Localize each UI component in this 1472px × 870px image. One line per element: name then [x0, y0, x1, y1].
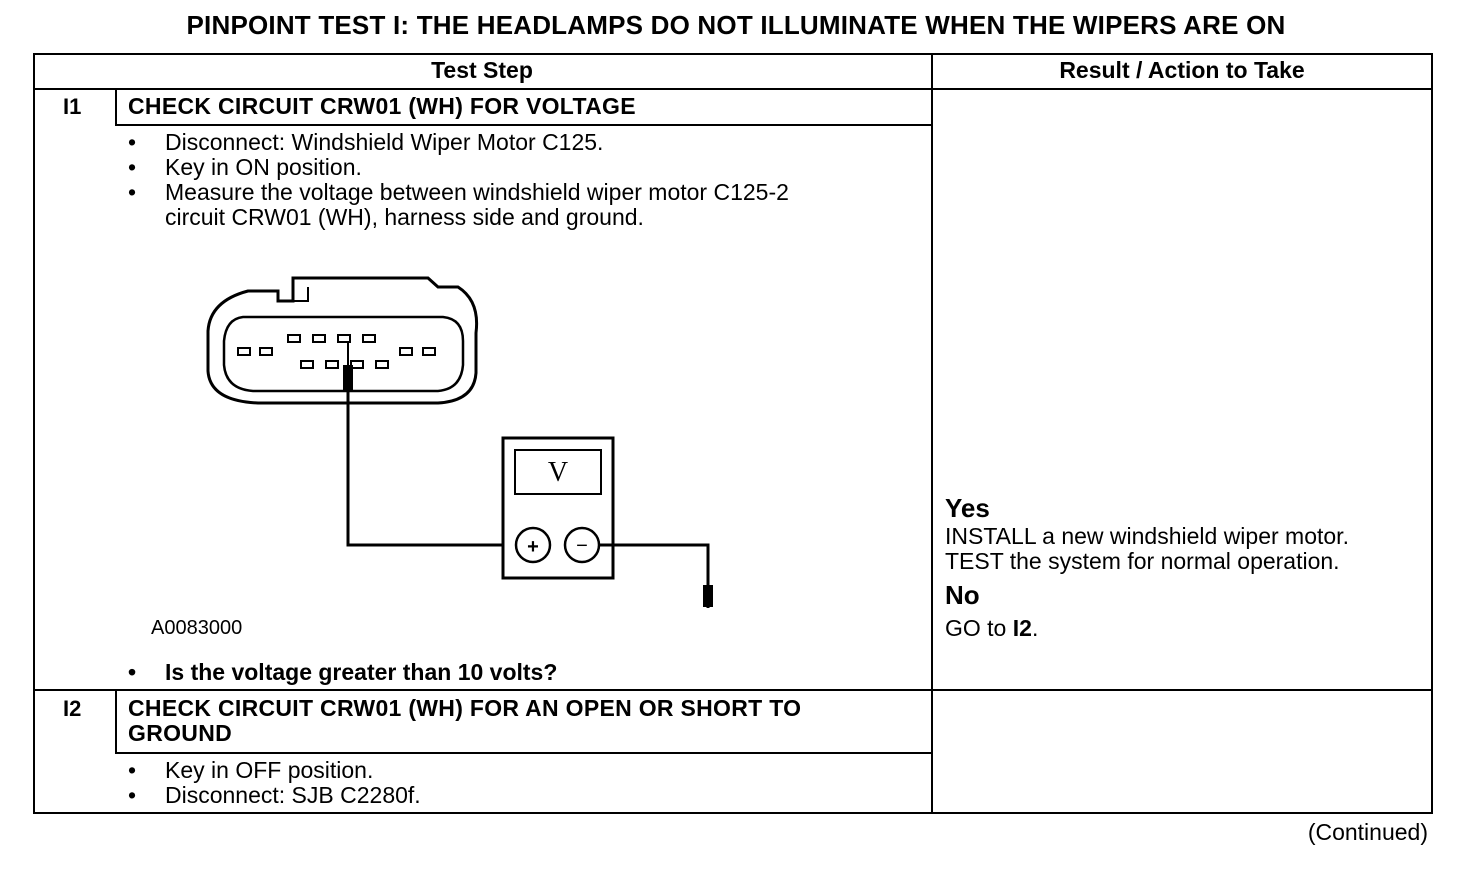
header-test-step: Test Step [431, 57, 533, 83]
step-row-divider [33, 689, 1433, 691]
connector-outer-shell [206, 276, 479, 405]
step1-id-divider [115, 89, 117, 125]
header-divider [33, 88, 1433, 90]
negative-lead [599, 543, 710, 608]
header-result-action: Result / Action to Take [1059, 57, 1305, 83]
connector-inner-cavity [222, 315, 465, 393]
probe-tip [343, 365, 353, 391]
step1-bullet-measure: Measure the voltage between windshield w… [128, 180, 789, 206]
step1-id: I1 [63, 94, 82, 119]
step2-bullet-key-off: Key in OFF position. [128, 758, 421, 784]
step1-title: CHECK CIRCUIT CRW01 (WH) FOR VOLTAGE [128, 93, 636, 119]
voltmeter-display [514, 449, 602, 495]
ground-probe [703, 585, 713, 607]
step2-bullet-disconnect: Disconnect: SJB C2280f. [128, 783, 421, 809]
result-yes-action-2: TEST the system for normal operation. [945, 548, 1340, 574]
result-no-text: GO to [945, 615, 1013, 641]
result-no-label: No [945, 580, 980, 610]
step1-bullet-measure-cont: circuit CRW01 (WH), harness side and gro… [165, 204, 644, 230]
step2-instructions: Key in OFF position. Disconnect: SJB C22… [128, 758, 421, 809]
voltmeter-positive-terminal [514, 526, 552, 564]
connector-latch [293, 287, 309, 302]
page-title: PINPOINT TEST I: THE HEADLAMPS DO NOT IL… [186, 10, 1286, 40]
step2-title-line1: CHECK CIRCUIT CRW01 (WH) FOR AN OPEN OR … [128, 695, 802, 721]
step1-question-list: Is the voltage greater than 10 volts? [128, 660, 557, 686]
column-divider [931, 53, 933, 814]
step1-question: Is the voltage greater than 10 volts? [128, 660, 557, 686]
step1-bullet-disconnect: Disconnect: Windshield Wiper Motor C125. [128, 130, 789, 156]
table-border-bottom [33, 812, 1433, 814]
positive-lead [346, 391, 516, 547]
result-no-target-link[interactable]: I2 [1012, 615, 1032, 641]
step1-title-divider [115, 124, 933, 126]
step2-title-divider [115, 752, 933, 754]
result-no-end: . [1031, 615, 1039, 641]
connector-terminals [237, 334, 436, 369]
table-border-right [1431, 53, 1433, 814]
step2-id: I2 [63, 696, 82, 721]
result-no-action: GO to I2. [945, 616, 1038, 641]
negative-symbol: − [576, 535, 588, 557]
step1-instructions: Disconnect: Windshield Wiper Motor C125.… [128, 130, 789, 230]
result-yes-label: Yes [945, 493, 990, 523]
figure-code: A0083000 [151, 617, 243, 639]
table-border-left [33, 53, 35, 814]
result-yes-action-1: INSTALL a new windshield wiper motor. [945, 523, 1349, 549]
continued-label: (Continued) [1307, 819, 1428, 845]
step2-title-line2: GROUND [128, 720, 233, 746]
positive-symbol: + [527, 536, 539, 558]
table-border-top [33, 53, 1433, 55]
step2-id-divider [115, 690, 117, 754]
step1-bullet-key-on: Key in ON position. [128, 155, 789, 181]
connector-voltmeter-diagram: V + − [206, 276, 713, 608]
voltmeter-label: V [548, 457, 568, 488]
